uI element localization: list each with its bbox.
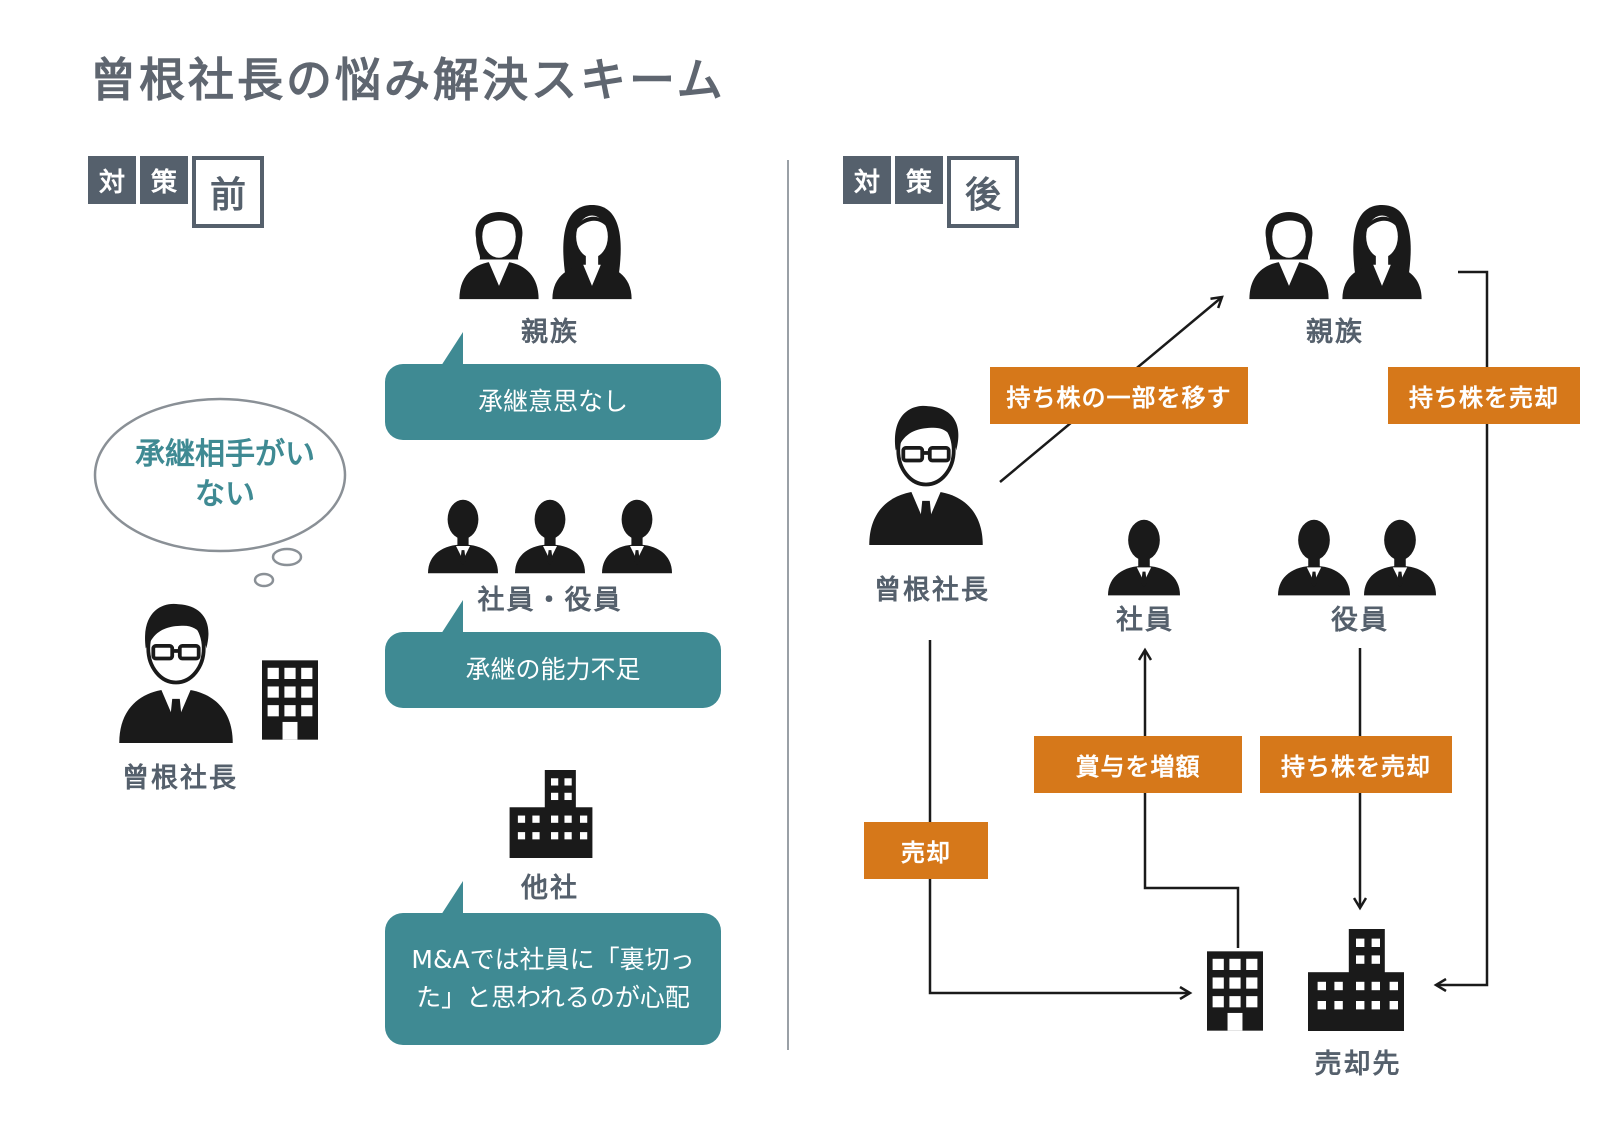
after-president-label: 曾根社長 [874,575,990,606]
after-tag-2: 策 [895,156,943,204]
tag-transfer-part: 持ち株の一部を移す [990,367,1248,424]
after-tag-1: 対 [843,156,891,204]
before-staff-label: 社員・役員 [477,585,623,616]
before-relatives-label: 親族 [521,317,579,348]
after-tag-3: 後 [947,156,1019,228]
before-tag-2: 策 [140,156,188,204]
after-relative-man-icon [1249,211,1329,300]
tag-officer-sell: 持ち株を売却 [1260,736,1452,793]
thought-bubble [93,397,347,588]
tag-bonus: 賞与を増額 [1034,736,1242,793]
relatives-speech: 承継意思なし [385,332,721,440]
tag-relatives-sell: 持ち株を売却 [1388,367,1580,424]
after-employee-label: 社員 [1116,605,1174,636]
after-officer-icon-2 [1364,519,1436,596]
buyer-building-icon [1308,929,1404,1031]
staff-speech: 承継の能力不足 [385,600,721,708]
after-relatives-label: 親族 [1306,317,1364,348]
thought-text: 承継相手がいない [135,437,315,512]
other-company-speech-text: M&Aでは社員に「裏切った」と思われるのが心配 [411,945,695,1012]
before-other-company-label: 他社 [521,873,579,904]
relatives-speech-text: 承継意思なし [477,387,628,416]
after-officer-label: 役員 [1331,605,1389,636]
staff-speech-text: 承継の能力不足 [465,655,641,684]
arrow-relatives-sell [1436,270,1489,985]
company-building-icon-after [1207,951,1263,1031]
before-tag-1: 対 [88,156,136,204]
arrow-president-sell [928,640,1190,993]
before-tag-3: 前 [192,156,264,228]
section-divider [787,160,789,1050]
other-company-speech: M&Aでは社員に「裏切った」と思われるのが心配 [385,881,721,1045]
buyer-label: 売却先 [1314,1049,1402,1080]
after-officer-icon-1 [1278,519,1350,596]
after-employee-icon [1108,519,1180,596]
arrow-bonus [1145,650,1240,948]
before-president-label: 曾根社長 [122,763,238,794]
after-relative-woman-icon [1342,204,1422,300]
after-president-icon [867,403,985,545]
page-title: 曾根社長の悩み解決スキーム [90,53,726,107]
tag-president-sell: 売却 [864,822,988,879]
